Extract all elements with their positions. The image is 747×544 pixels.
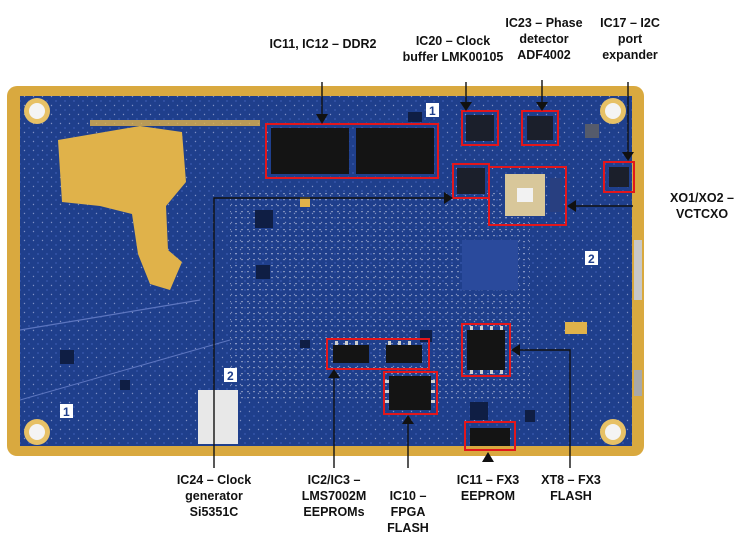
chip-ic20: [466, 115, 494, 141]
leader-arrowheads: [316, 102, 634, 462]
callout-line: FLASH: [550, 489, 592, 503]
highlight-boxes: [265, 110, 635, 451]
chip-ic23: [527, 116, 553, 140]
leader-lines: [213, 80, 633, 468]
callout-line: EEPROMs: [303, 505, 365, 519]
chip-fpga-flash: [389, 376, 431, 410]
copper-strip: [90, 120, 260, 126]
callout-line: IC11 – FX3: [456, 473, 520, 487]
callout-line: generator: [185, 489, 243, 503]
callout-ddr2: IC11, IC12 – DDR2: [228, 36, 418, 52]
chip-eeprom-ic2: [333, 345, 369, 363]
mounting-holes: [24, 98, 626, 445]
silk-mark-1-bottom: 1: [63, 405, 70, 419]
callout-fpga-flash: IC10 – FPGA FLASH: [376, 488, 440, 536]
callout-line: ADF4002: [517, 48, 571, 62]
copper-pour: [58, 126, 186, 290]
chip-ic17: [609, 167, 629, 187]
chip-ic24: [457, 168, 485, 194]
yellow-pad: [565, 322, 587, 334]
callout-line: IC23 – Phase: [505, 16, 583, 30]
callout-line: IC2/IC3 –: [307, 473, 361, 487]
highlight-ic23: [521, 110, 559, 146]
callout-line: IC17 – I2C: [600, 16, 660, 30]
callout-line: detector: [519, 32, 569, 46]
chip-vctcxo-xo2: [550, 178, 562, 212]
silk-mark-2-left: 2: [227, 369, 234, 383]
edge-connector-lower: [634, 370, 642, 396]
callout-line: IC24 – Clock: [176, 473, 252, 487]
small-components: [60, 112, 599, 422]
silk-mark-1-top: 1: [429, 104, 436, 118]
highlight-fpga-flash: [383, 371, 438, 415]
highlight-eeproms: [326, 338, 430, 370]
highlight-fx3-flash: [461, 323, 511, 377]
chip-vctcxo-xo1-center: [517, 188, 533, 202]
chip-eeprom-ic3: [386, 345, 422, 363]
callout-line: IC11, IC12 – DDR2: [269, 37, 377, 51]
edge-connector-upper: [634, 240, 642, 300]
callout-line: FPGA: [390, 505, 426, 519]
callout-line: port: [617, 32, 643, 46]
callout-line: EEPROM: [460, 489, 516, 503]
callout-line: VCTCXO: [675, 207, 729, 221]
callout-line: XO1/XO2 –: [670, 191, 734, 205]
chip-fx3-eeprom: [470, 428, 510, 446]
highlight-ic20: [461, 110, 499, 146]
callout-line: buffer LMK00105: [402, 50, 504, 64]
chip-fx3-flash: [467, 330, 505, 370]
chip-ddr2-ic12: [356, 128, 434, 174]
chip-ddr2-ic11: [271, 128, 349, 174]
callout-port-expander: IC17 – I2C port expander: [592, 15, 668, 63]
highlight-ddr2: [265, 123, 439, 179]
silk-label-block: [198, 390, 238, 444]
yellow-pad-2: [300, 197, 310, 207]
chip-pins: [335, 326, 503, 403]
silkscreen-marks: 1 2 2 1: [60, 103, 598, 419]
callout-line: Si5351C: [189, 505, 239, 519]
callout-line: FLASH: [387, 521, 429, 535]
callout-line: IC20 – Clock: [415, 34, 491, 48]
highlight-fx3-eeprom: [464, 421, 516, 451]
callout-eeproms: IC2/IC3 – LMS7002M EEPROMs: [289, 472, 379, 520]
callout-line: IC10 –: [389, 489, 427, 503]
callout-clock-buffer: IC20 – Clock buffer LMK00105: [388, 33, 518, 65]
highlight-vctcxo: [488, 166, 567, 226]
callout-line: XT8 – FX3: [541, 473, 601, 487]
callout-vctcxo: XO1/XO2 – VCTCXO: [659, 190, 745, 222]
chips: [271, 115, 629, 446]
callout-line: LMS7002M: [301, 489, 367, 503]
bga-grid: [462, 240, 518, 290]
callout-line: expander: [602, 48, 658, 62]
highlight-ic17: [603, 161, 635, 193]
silk-mark-2-right: 2: [588, 252, 595, 266]
